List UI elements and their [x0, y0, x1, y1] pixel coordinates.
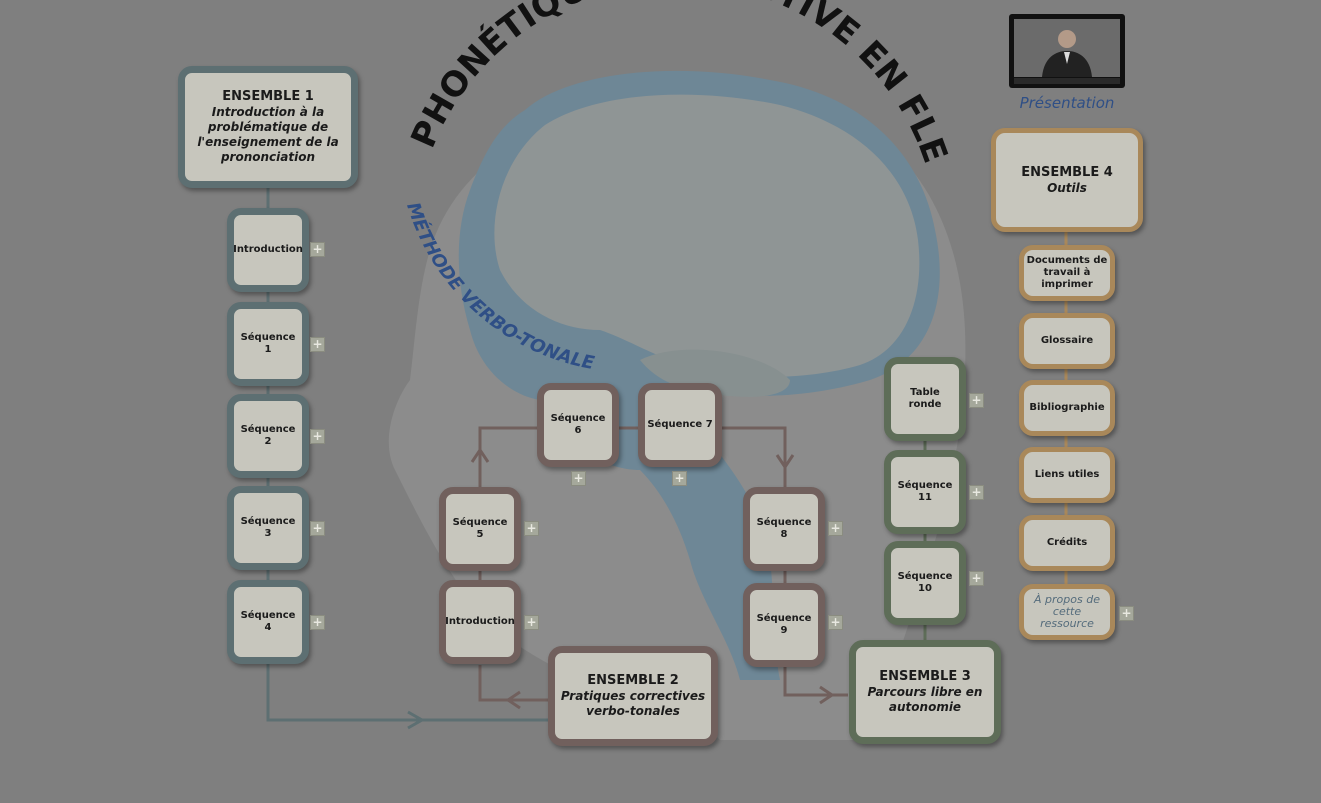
ensemble1-sequence-4[interactable]: Séquence 4	[227, 580, 309, 664]
item-label: Séquence 7	[647, 419, 713, 430]
ensemble2-subtitle: Pratiques correctives verbo-tonales	[560, 689, 706, 718]
item-label: Bibliographie	[1029, 402, 1105, 413]
ensemble2-introduction[interactable]: Introduction	[439, 580, 521, 664]
ensemble1-title: ENSEMBLE 1	[222, 89, 314, 104]
item-label: Glossaire	[1040, 335, 1094, 346]
ensemble1-sequence-2[interactable]: Séquence 2	[227, 394, 309, 478]
ensemble3-card[interactable]: ENSEMBLE 3 Parcours libre en autonomie	[849, 640, 1001, 744]
ensemble3-subtitle: Parcours libre en autonomie	[867, 685, 983, 714]
video-frame	[1014, 19, 1120, 77]
item-label: À propos de cette ressource	[1034, 593, 1100, 630]
arrow-up-icon	[470, 447, 490, 463]
item-label: Liens utiles	[1034, 469, 1100, 480]
ensemble4-a-propos[interactable]: À propos de cette ressource	[1019, 584, 1115, 640]
expand-plus-icon[interactable]: +	[969, 571, 984, 586]
item-label: Séquence 10	[897, 571, 953, 594]
ensemble1-sequence-1[interactable]: Séquence 1	[227, 302, 309, 386]
item-label: Séquence 9	[756, 613, 812, 636]
ensemble4-glossaire[interactable]: Glossaire	[1019, 313, 1115, 369]
item-label: Table ronde	[908, 387, 942, 410]
item-label: Introduction	[445, 616, 515, 627]
expand-plus-icon[interactable]: +	[524, 521, 539, 536]
ensemble3-title: ENSEMBLE 3	[879, 669, 971, 684]
expand-plus-icon[interactable]: +	[1119, 606, 1134, 621]
brain-inner	[494, 94, 920, 377]
ensemble1-sequence-3[interactable]: Séquence 3	[227, 486, 309, 570]
expand-plus-icon[interactable]: +	[969, 393, 984, 408]
ensemble2-sequence-7[interactable]: Séquence 7	[638, 383, 722, 467]
item-label: Séquence 5	[452, 517, 508, 540]
expand-plus-icon[interactable]: +	[310, 615, 325, 630]
expand-plus-icon[interactable]: +	[310, 337, 325, 352]
ensemble4-liens-utiles[interactable]: Liens utiles	[1019, 447, 1115, 503]
arrow-right-icon	[819, 685, 835, 705]
ensemble1-subtitle: Introduction à la problématique de l'ens…	[197, 105, 339, 164]
item-label: Séquence 11	[897, 480, 953, 503]
expand-plus-icon[interactable]: +	[828, 615, 843, 630]
expand-plus-icon[interactable]: +	[524, 615, 539, 630]
expand-plus-icon[interactable]: +	[672, 471, 687, 486]
expand-plus-icon[interactable]: +	[310, 521, 325, 536]
ensemble3-table-ronde[interactable]: Table ronde	[884, 357, 966, 441]
expand-plus-icon[interactable]: +	[828, 521, 843, 536]
presentation-link[interactable]: Présentation	[1019, 94, 1115, 112]
ensemble4-bibliographie[interactable]: Bibliographie	[1019, 380, 1115, 436]
expand-plus-icon[interactable]: +	[969, 485, 984, 500]
item-label: Introduction	[233, 244, 303, 255]
ensemble2-title: ENSEMBLE 2	[587, 673, 679, 688]
arrow-down-icon	[775, 454, 795, 470]
video-control-bar[interactable]	[1014, 78, 1120, 84]
item-label: Séquence 3	[240, 516, 296, 539]
item-label: Séquence 2	[240, 424, 296, 447]
ensemble3-sequence-11[interactable]: Séquence 11	[884, 450, 966, 534]
ensemble4-card[interactable]: ENSEMBLE 4 Outils	[991, 128, 1143, 232]
presentation-video-thumbnail[interactable]	[1009, 14, 1125, 88]
ensemble4-subtitle: Outils	[1047, 180, 1087, 195]
expand-plus-icon[interactable]: +	[571, 471, 586, 486]
ensemble2-connectors	[478, 426, 848, 702]
item-label: Séquence 1	[240, 332, 296, 355]
ensemble4-title: ENSEMBLE 4	[1021, 164, 1113, 180]
expand-plus-icon[interactable]: +	[310, 429, 325, 444]
ensemble2-sequence-5[interactable]: Séquence 5	[439, 487, 521, 571]
item-label: Documents de travail à imprimer	[1026, 255, 1108, 290]
arrow-left-icon	[505, 690, 521, 710]
ensemble4-credits[interactable]: Crédits	[1019, 515, 1115, 571]
ensemble1-card[interactable]: ENSEMBLE 1 Introduction à la problématiq…	[178, 66, 358, 188]
ensemble2-sequence-8[interactable]: Séquence 8	[743, 487, 825, 571]
ensemble2-card[interactable]: ENSEMBLE 2 Pratiques correctives verbo-t…	[548, 646, 718, 746]
ensemble3-sequence-10[interactable]: Séquence 10	[884, 541, 966, 625]
item-label: Crédits	[1046, 537, 1088, 548]
item-label: Séquence 6	[550, 413, 606, 436]
presenter-image	[1014, 19, 1120, 77]
ensemble4-documents[interactable]: Documents de travail à imprimer	[1019, 245, 1115, 301]
ensemble2-sequence-9[interactable]: Séquence 9	[743, 583, 825, 667]
ensemble2-sequence-6[interactable]: Séquence 6	[537, 383, 619, 467]
expand-plus-icon[interactable]: +	[310, 242, 325, 257]
item-label: Séquence 8	[756, 517, 812, 540]
item-label: Séquence 4	[240, 610, 296, 633]
ensemble1-introduction[interactable]: Introduction	[227, 208, 309, 292]
